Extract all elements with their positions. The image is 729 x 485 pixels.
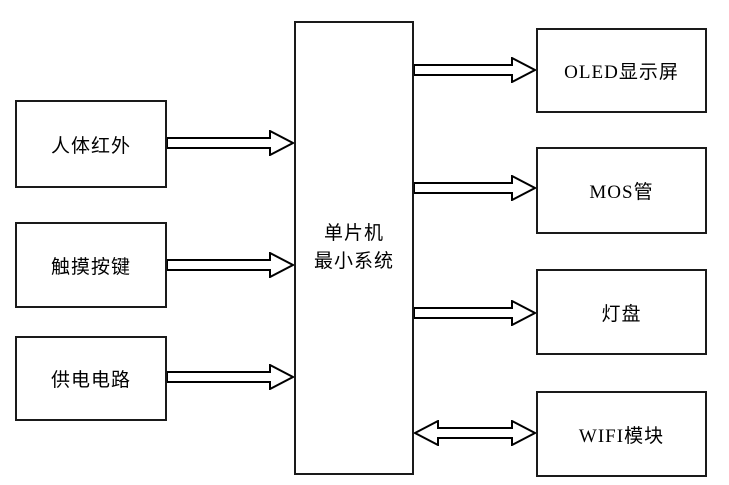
block-mos-transistor-label: MOS管 xyxy=(589,182,654,203)
block-human-infrared-label: 人体红外 xyxy=(50,135,131,157)
block-mcu-minimal-system-label: 单片机 最小系统 xyxy=(314,220,394,275)
arrow-power-supply-to-mcu xyxy=(167,364,294,390)
block-oled-display: OLED显示屏 xyxy=(536,28,707,113)
arrow-mcu-to-mos xyxy=(414,175,536,201)
arrow-human-infrared-to-mcu xyxy=(167,130,294,156)
block-wifi-module-label: WIFI模块 xyxy=(578,425,665,447)
block-wifi-module: WIFI模块 xyxy=(536,391,707,477)
block-touch-keys-label: 触摸按键 xyxy=(50,256,131,278)
block-power-supply-label: 供电电路 xyxy=(50,370,131,391)
arrow-mcu-to-lamp xyxy=(414,300,536,326)
arrow-mcu-wifi-bidirectional xyxy=(414,420,536,446)
block-lamp-panel: 灯盘 xyxy=(536,269,707,355)
block-human-infrared: 人体红外 xyxy=(15,100,167,188)
block-touch-keys: 触摸按键 xyxy=(15,222,167,308)
block-power-supply: 供电电路 xyxy=(15,336,167,421)
block-oled-display-label: OLED显示屏 xyxy=(564,62,679,83)
mcu-label-line-2: 最小系统 xyxy=(313,251,394,272)
block-mcu-minimal-system: 单片机 最小系统 xyxy=(294,21,414,475)
block-mos-transistor: MOS管 xyxy=(536,147,707,234)
arrow-mcu-to-oled xyxy=(414,57,536,83)
block-lamp-panel-label: 灯盘 xyxy=(601,303,642,325)
mcu-label-line-1: 单片机 xyxy=(323,223,384,245)
arrow-touch-keys-to-mcu xyxy=(167,252,294,278)
